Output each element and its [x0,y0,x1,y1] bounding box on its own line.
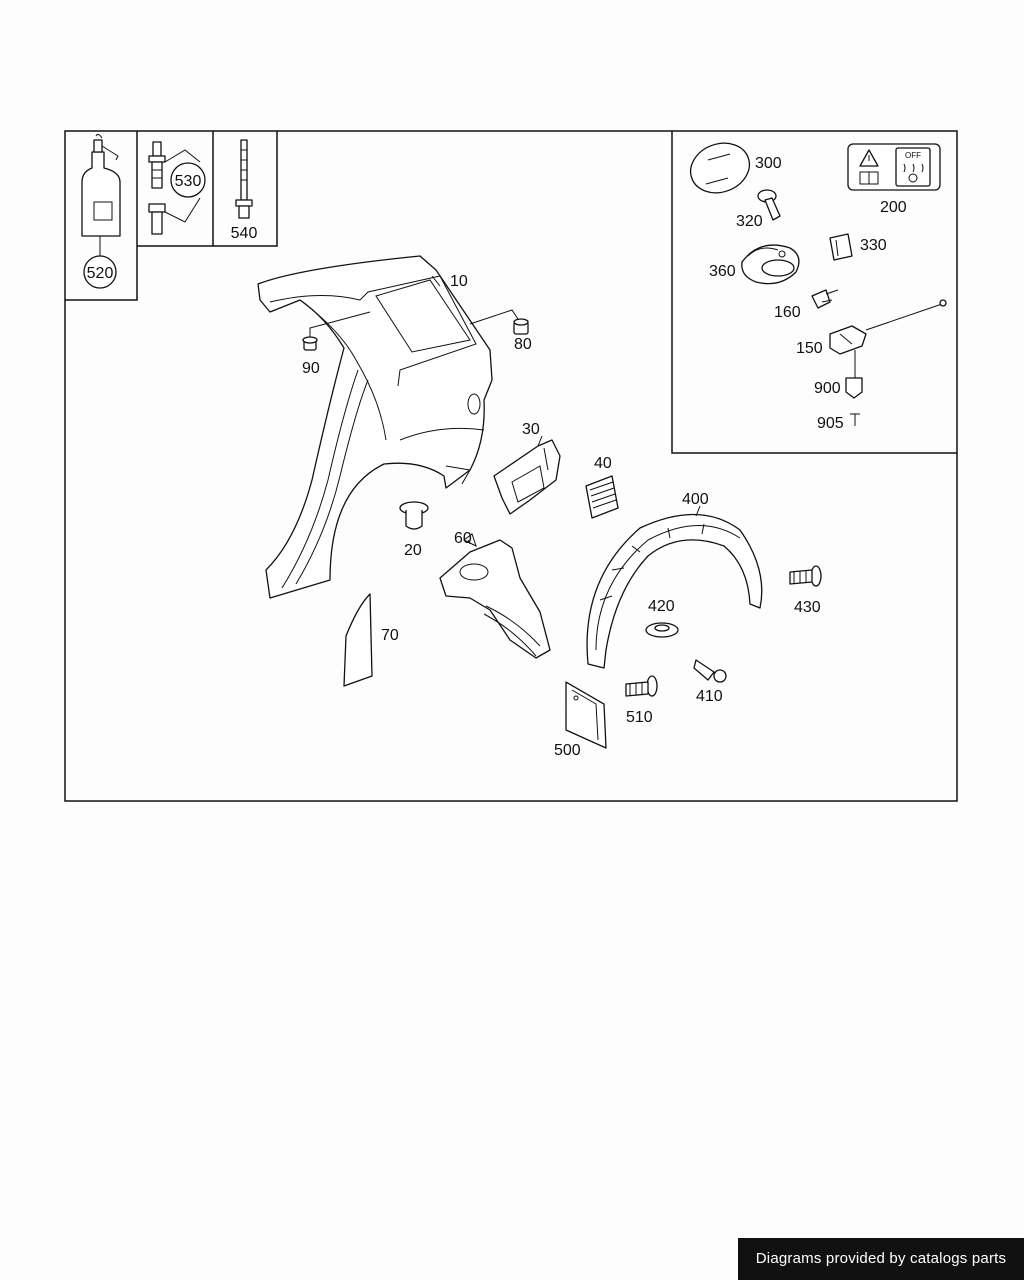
callout-360: 360 [709,263,736,280]
callout-150: 150 [796,340,823,357]
callout-520: 520 [87,265,114,282]
clip-410 [693,659,727,683]
wheelhouse-panel-60 [439,533,551,659]
pin-905 [850,413,860,426]
callout-410: 410 [696,688,723,705]
part-330 [829,233,853,261]
diagram-frame [64,130,958,802]
nut-90 [302,336,318,351]
fuel-flap-inset-frame [671,131,957,454]
callout-320: 320 [736,213,763,230]
clip-430 [789,565,822,587]
screw-320 [757,189,781,221]
wheel-arch-liner-400 [586,513,763,669]
callout-905: 905 [817,415,844,432]
inset-520 [65,131,138,301]
callout-400: 400 [682,491,709,508]
callout-90: 90 [302,360,320,377]
grommet-20 [399,501,429,530]
callout-70: 70 [381,627,399,644]
warning-off-text: OFF [905,151,921,160]
leader-60 [467,539,471,545]
leader-400 [695,505,701,517]
callout-160: 160 [774,304,801,321]
callout-900: 900 [814,380,841,397]
leader-10 [431,275,441,287]
mud-flap-500 [565,681,607,749]
callout-40: 40 [594,455,612,472]
fuel-filler-housing-360 [741,244,800,285]
callout-10: 10 [450,273,468,290]
fuel-flap-cover [689,142,751,194]
callout-330: 330 [860,237,887,254]
warning-label-200: OFF [847,143,941,191]
inset-530 [137,131,214,247]
rear-quarter-panel-10 [257,255,493,599]
nut-420 [645,622,679,638]
release-cable-150 [829,299,947,378]
callout-20: 20 [404,542,422,559]
callout-500: 500 [554,742,581,759]
callout-80: 80 [514,336,532,353]
bracket-30 [493,439,561,515]
callout-540: 540 [231,225,258,242]
sound-pad-70 [343,593,373,687]
nut-80 [513,318,529,335]
callout-200: 200 [880,199,907,216]
callout-60: 60 [454,530,472,547]
callout-510: 510 [626,709,653,726]
callout-300: 300 [755,155,782,172]
callout-430: 430 [794,599,821,616]
leader-30 [537,435,543,447]
callout-30: 30 [522,421,540,438]
callout-530: 530 [175,173,202,190]
vent-grille-40 [585,475,619,519]
credit-footer: Diagrams provided by catalogs parts [738,1238,1024,1280]
clip-510 [625,675,658,697]
leader-80 [469,309,521,325]
callout-420: 420 [648,598,675,615]
inset-540 [213,131,278,247]
clip-900 [845,377,863,399]
actuator-160 [811,289,839,309]
